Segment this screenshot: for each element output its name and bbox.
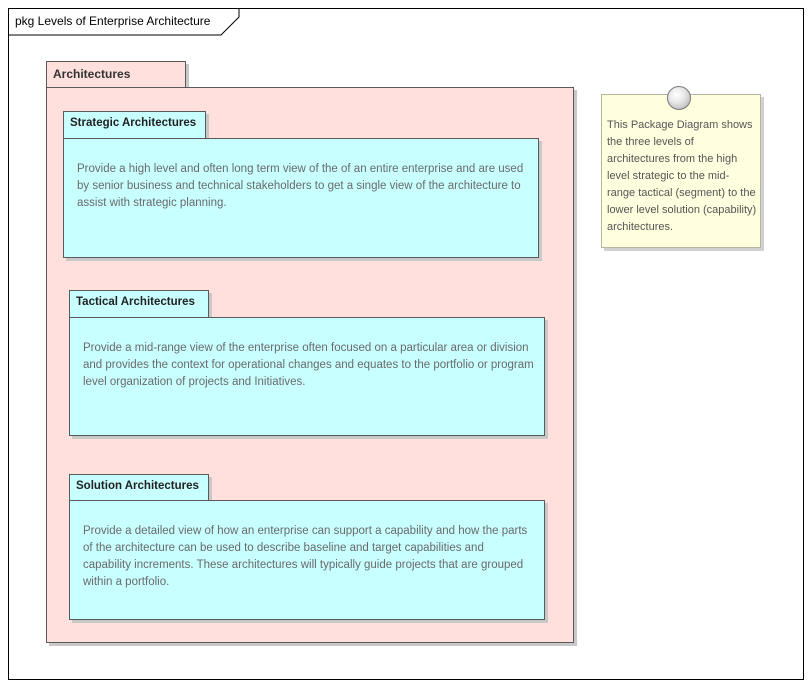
package-description: Provide a high level and often long term…	[77, 163, 524, 209]
frame-title-border	[9, 9, 240, 36]
package-tab[interactable]: Solution Architectures	[69, 474, 209, 502]
package-tab[interactable]: Tactical Architectures	[69, 290, 209, 318]
diagram-note[interactable]: This Package Diagram shows the three lev…	[601, 94, 761, 248]
package-name: Architectures	[53, 67, 131, 81]
package-name: Tactical Architectures	[76, 296, 195, 308]
package-body[interactable]: Provide a mid-range view of the enterpri…	[69, 317, 545, 436]
package-tab[interactable]: Strategic Architectures	[63, 111, 206, 139]
package-body[interactable]: Provide a high level and often long term…	[63, 138, 539, 258]
frame-title: pkg Levels of Enterprise Architecture	[15, 14, 211, 28]
package-name: Solution Architectures	[76, 480, 199, 492]
package-description: Provide a mid-range view of the enterpri…	[83, 342, 534, 388]
note-pin-icon	[667, 86, 691, 110]
note-text: This Package Diagram shows the three lev…	[607, 119, 757, 233]
package-body[interactable]: Provide a detailed view of how an enterp…	[69, 500, 545, 620]
package-description: Provide a detailed view of how an enterp…	[83, 525, 528, 588]
package-tab[interactable]: Architectures	[46, 61, 186, 88]
package-name: Strategic Architectures	[70, 117, 197, 129]
